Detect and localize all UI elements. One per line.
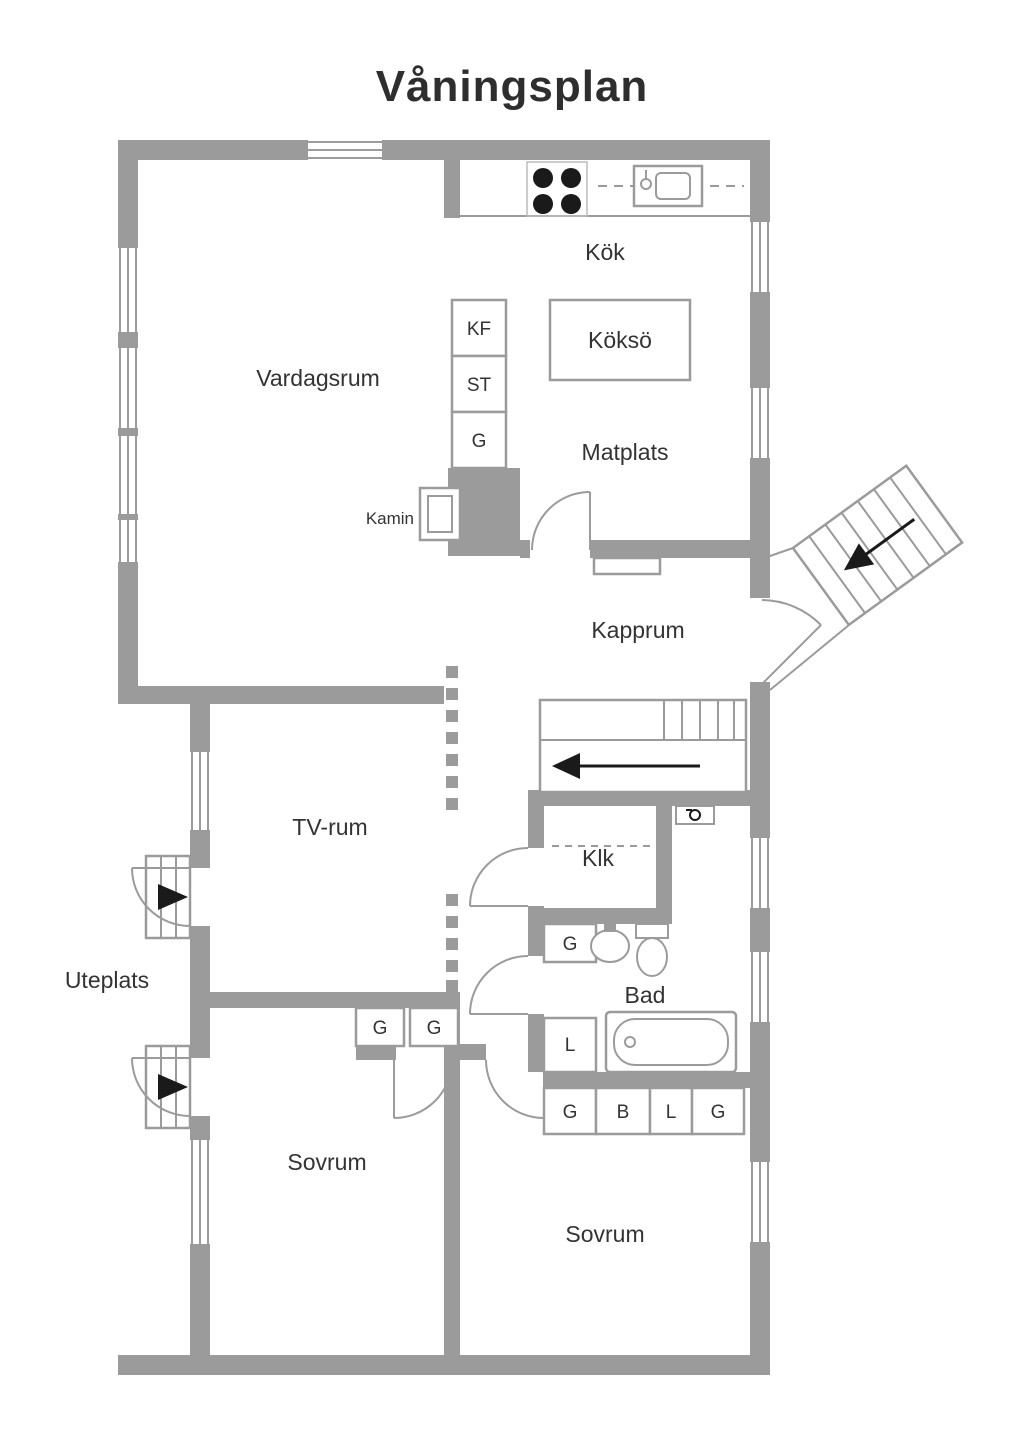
label-kapprum: Kapprum	[591, 617, 684, 643]
wall-klk-bad	[528, 908, 672, 924]
door-kitchen-kapprum	[531, 491, 591, 551]
window-right-2	[750, 388, 770, 458]
patio-door-opening-lower	[190, 1058, 210, 1116]
window-right-3	[750, 838, 770, 908]
fireplace-icon	[418, 486, 462, 542]
wardrobe-box-bad	[542, 922, 598, 964]
entrance-arrow-lower-icon	[158, 1074, 188, 1100]
label-kokso: Köksö	[588, 327, 652, 353]
window-left-lower-1	[190, 752, 210, 830]
closet-row-g2	[690, 1086, 746, 1136]
label-tv-rum: TV-rum	[292, 814, 367, 840]
window-left-3	[118, 436, 138, 514]
stair-down-arrow-icon	[552, 753, 580, 779]
wall-kapprum-top-left	[520, 540, 530, 558]
window-left-2	[118, 348, 138, 428]
wall-hall-bad	[528, 1014, 544, 1072]
wall-klk-right	[656, 806, 672, 908]
label-kamin: Kamin	[366, 509, 414, 528]
door-bedroom-left	[393, 1059, 453, 1119]
kitchen-island	[548, 298, 692, 382]
wall-kitchen-divider	[444, 160, 460, 218]
window-right-1	[750, 222, 770, 292]
toilet-icon	[635, 923, 669, 977]
wall-tvroom-bedroom	[190, 992, 460, 1008]
closet-g-1	[354, 1006, 406, 1048]
patio-door-opening-upper	[190, 868, 210, 926]
door-bad	[469, 955, 529, 1015]
wardrobe-box-kitchen	[450, 410, 508, 470]
closet-row-b	[594, 1086, 652, 1136]
bathroom-fixtures: G L	[542, 805, 738, 1074]
label-sovrum-left: Sovrum	[287, 1149, 366, 1175]
wall-exterior-top	[118, 140, 770, 160]
label-uteplats: Uteplats	[65, 967, 149, 993]
label-sovrum-right: Sovrum	[565, 1221, 644, 1247]
label-g-hall-1: G	[373, 1018, 388, 1039]
entrance-arrow-upper-icon	[158, 884, 188, 910]
internal-staircase	[538, 698, 748, 794]
door-klk	[469, 847, 529, 907]
label-l-bad: L	[565, 1035, 576, 1056]
linen-closet-box	[542, 1016, 598, 1074]
bathtub-icon	[604, 1010, 738, 1074]
window-right-5	[750, 1162, 770, 1242]
st-box	[450, 354, 508, 414]
window-left-lower-2	[190, 1140, 210, 1244]
wall-hall-klk-1	[528, 806, 544, 848]
window-left-1	[118, 248, 138, 332]
label-st: ST	[467, 375, 492, 396]
label-closet-row-0: G	[563, 1102, 578, 1123]
closet-g-2	[408, 1006, 460, 1048]
outdoor-stair-arrow-line	[862, 518, 916, 558]
wall-kapprum-top-right	[590, 540, 750, 558]
wall-stub-left-bedroom	[356, 1046, 396, 1060]
hall-closets: G G	[354, 1006, 460, 1048]
label-kok: Kök	[585, 239, 625, 265]
closet-row-l	[648, 1086, 694, 1136]
label-matplats: Matplats	[582, 439, 669, 465]
closet-row-g1	[542, 1086, 598, 1136]
label-g-hall-2: G	[427, 1018, 442, 1039]
sink-icon	[632, 164, 704, 208]
label-closet-row-3: G	[711, 1102, 726, 1123]
washbasin-icon	[590, 924, 630, 963]
entrance-door	[761, 599, 822, 685]
patio-door-upper	[131, 867, 191, 927]
threshold-box	[592, 556, 662, 576]
wall-exterior-bottom	[118, 1355, 770, 1375]
wall-bad-bottom	[544, 1072, 750, 1088]
outdoor-stair-arrow-icon	[843, 543, 875, 571]
patio-access	[131, 854, 192, 1130]
bedroom-closet-row: G B L G	[542, 1086, 746, 1136]
label-kf: KF	[467, 319, 491, 340]
windows	[118, 140, 770, 1244]
label-closet-row-1: B	[617, 1102, 630, 1123]
wall-livingroom-tvroom	[118, 686, 444, 704]
hall-partition-posts	[446, 666, 458, 992]
window-left-4	[118, 520, 138, 562]
room-labels: Vardagsrum Kök Köksö Matplats Kamin Kapp…	[65, 239, 685, 1247]
entrance-porch	[761, 463, 964, 691]
wall-stub-right-bedroom	[460, 1044, 486, 1060]
patio-door-lower	[131, 1057, 191, 1117]
label-vardagsrum: Vardagsrum	[256, 365, 380, 391]
kitchen-counter	[460, 161, 750, 217]
label-closet-row-2: L	[666, 1102, 677, 1123]
laundry-sink-icon	[675, 805, 715, 825]
window-right-4	[750, 952, 770, 1022]
wall-below-stairs	[528, 790, 750, 806]
stove-icon	[526, 161, 588, 217]
label-klk: Klk	[582, 845, 614, 871]
entrance-opening	[750, 598, 770, 682]
label-g-kitchen: G	[472, 431, 487, 452]
label-bad: Bad	[625, 982, 666, 1008]
window-top-livingroom	[308, 140, 382, 160]
kitchen-cabinet-column: KF ST G	[450, 298, 508, 470]
outdoor-staircase	[791, 463, 964, 627]
page-title: Våningsplan	[375, 62, 649, 111]
door-openings	[190, 598, 770, 1116]
label-g-bad: G	[563, 934, 578, 955]
